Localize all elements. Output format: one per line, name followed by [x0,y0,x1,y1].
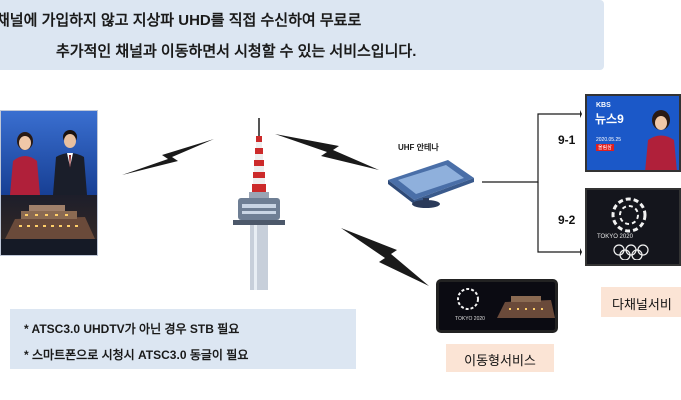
cruise-ship-night-image [1,195,97,255]
mobile-service-label: 이동형서비스 [464,353,536,368]
channel-number-9-1: 9-1 [558,133,576,147]
smartphone-screen: TOKYO 2020 [436,279,558,333]
note-dongle-required: * 스마트폰으로 시청시 ATSC3.0 동글이 필요 [24,348,249,362]
uhf-antenna-label: UHF 안테나 [398,143,439,152]
uhf-antenna-icon [388,160,474,208]
signal-bolt-tower-to-phone [341,228,429,286]
olympic-emblem-icon [457,288,479,310]
source-broadcast-screen [0,110,98,256]
cruise-ship-figure [1,205,97,255]
phone-olympic-text: TOKYO 2020 [455,316,485,322]
mobile-service-label-box: 이동형서비스 [446,344,554,372]
note-stb-required: * ATSC3.0 UHDTV가 아닌 경우 STB 필요 [24,322,240,336]
news-anchor-figure [645,110,677,170]
program-title: 뉴스9 [595,112,624,126]
description-box: 채널에 가입하지 않고 지상파 UHD를 직접 수신하여 무료로 추가적인 채널… [0,0,604,70]
phone-ship-figure [497,296,555,318]
program-date: 2020.05.25 [596,137,622,143]
description-line-2: 추가적인 채널과 이동하면서 시청할 수 있는 서비스입니다. [56,43,417,60]
signal-bolt-tower-to-antenna [275,134,379,170]
male-anchor-figure [53,130,87,195]
multichannel-service-label-box: 다채널서비 [601,287,681,317]
arrow-antenna-to-screens [482,181,522,183]
olympic-rings-icon [613,244,649,260]
multichannel-service-label: 다채널서비 [612,297,672,312]
olympic-emblem-icon [611,197,647,233]
broadcaster-logo: KBS [596,102,611,109]
channel-number-9-2: 9-2 [558,213,576,227]
description-line-1: 채널에 가입하지 않고 지상파 UHD를 직접 수신하여 무료로 [0,12,362,29]
requirements-note-box: * ATSC3.0 UHDTV가 아닌 경우 STB 필요 * 스마트폰으로 시… [10,309,356,369]
tv-screen-channel-9-2: TOKYO 2020 [585,188,681,266]
channel-split-bracket [522,110,582,256]
olympic-text: TOKYO 2020 [597,234,633,240]
female-anchor-figure [10,132,40,195]
broadcast-tower-icon [233,118,285,290]
program-badge: 올림삼 [596,144,614,151]
news-studio-image [1,111,97,195]
signal-bolt-source-to-tower [122,139,214,175]
tv-screen-channel-9-1: KBS 뉴스9 2020.05.25 올림삼 [585,94,681,172]
